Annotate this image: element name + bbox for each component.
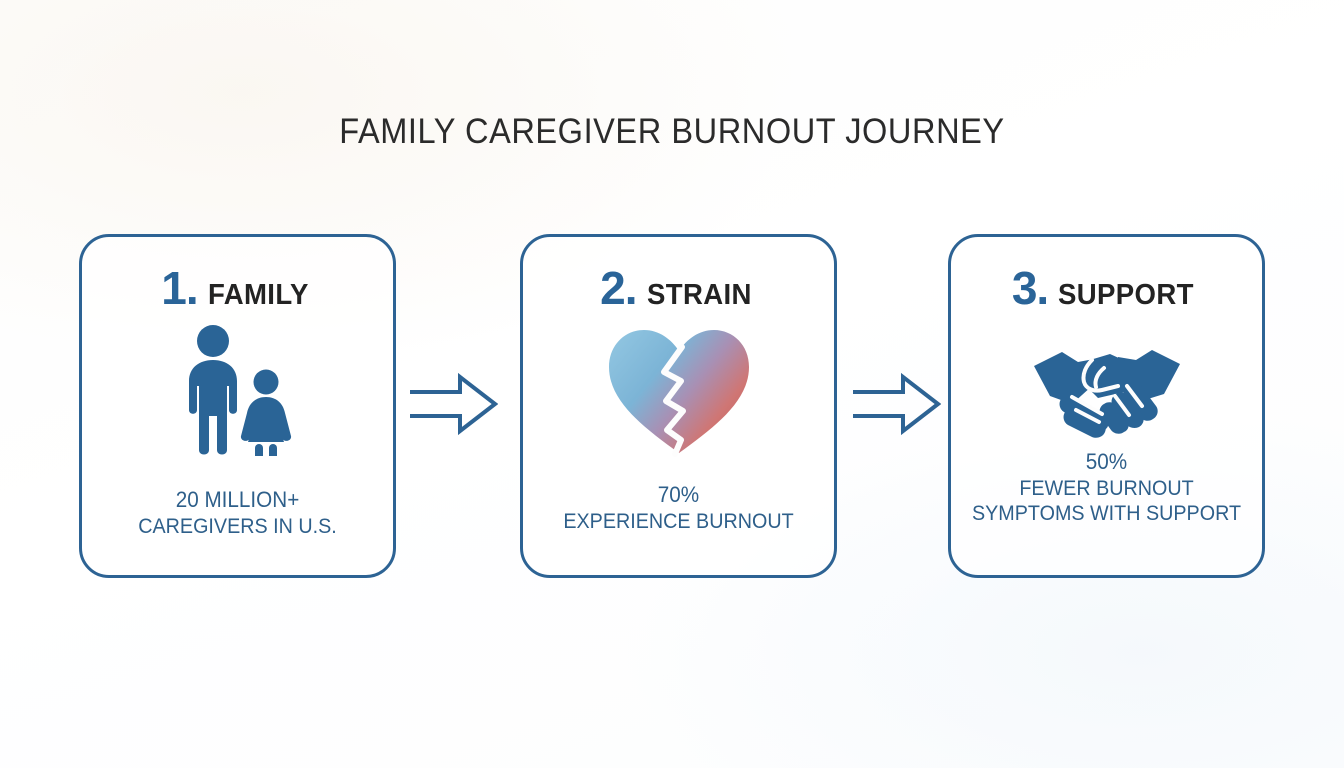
step-caption-line-1-2: CAREGIVERS IN U.S. <box>138 514 337 538</box>
step-stat-1: 20 MILLION+ <box>175 487 300 512</box>
step-number-1: 1. <box>161 262 198 314</box>
step-caption-line-2-2: EXPERIENCE BURNOUT <box>563 509 794 533</box>
arrow-step1-to-step2 <box>408 372 499 436</box>
step-stat-2: 70% <box>657 482 700 507</box>
step-caption-2: 70% EXPERIENCE BURNOUT <box>540 482 817 534</box>
step-caption-1: 20 MILLION+ CAREGIVERS IN U.S. <box>99 487 376 539</box>
step-number-3: 3. <box>1011 262 1049 314</box>
handshake-icon <box>951 325 1262 455</box>
step-label-1: FAMILY <box>207 279 309 311</box>
step-number-2: 2. <box>600 262 637 314</box>
step-heading-2: 2. STRAIN <box>523 265 834 311</box>
broken-heart-icon <box>523 325 834 457</box>
arrow-step2-to-step3 <box>851 372 942 436</box>
step-card-support[interactable]: 3. SUPPORT <box>948 234 1265 578</box>
step-caption-line-3-3: SYMPTOMS WITH SUPPORT <box>971 502 1242 526</box>
step-label-3: SUPPORT <box>1058 279 1195 311</box>
step-card-family[interactable]: 1. FAMILY 20 MILLION+ CAREGIVERS IN U.S. <box>79 234 396 578</box>
step-heading-3: 3. SUPPORT <box>951 265 1262 311</box>
step-card-strain[interactable]: 2. STRAIN 70% EXPERIENC <box>520 234 837 578</box>
step-caption-line-3-2: FEWER BURNOUT <box>1019 476 1194 500</box>
step-stat-3: 50% <box>1085 449 1128 474</box>
step-heading-1: 1. FAMILY <box>82 265 393 311</box>
step-label-2: STRAIN <box>646 279 752 311</box>
page-title: FAMILY CAREGIVER BURNOUT JOURNEY <box>339 112 1005 151</box>
step-caption-3: 50% FEWER BURNOUT SYMPTOMS WITH SUPPORT <box>968 449 1245 527</box>
family-adult-child-icon <box>82 325 393 456</box>
